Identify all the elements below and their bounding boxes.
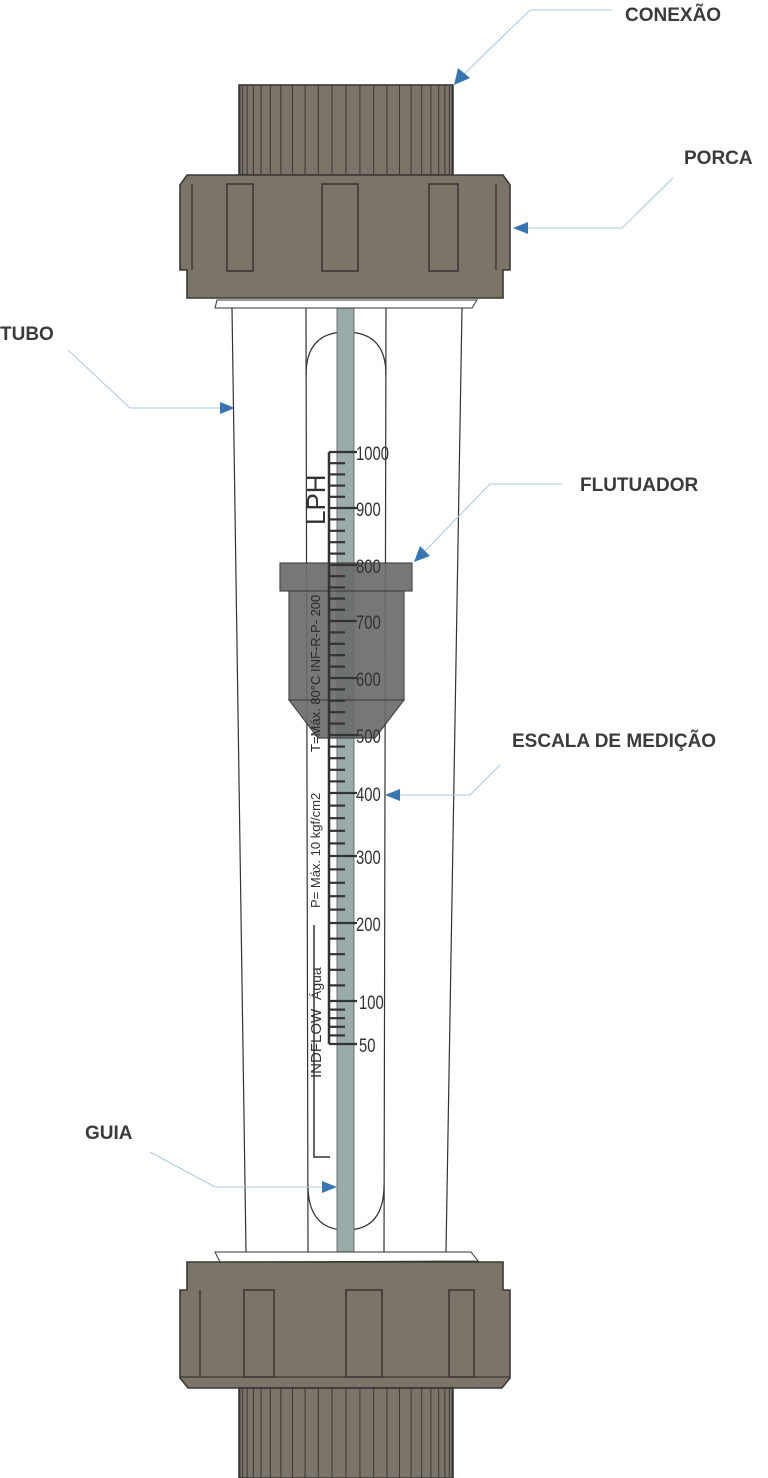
- top-connection: [238, 84, 454, 176]
- svg-text:PORCA: PORCA: [684, 148, 753, 169]
- scale-label: 600: [356, 669, 381, 690]
- scale-label: 50: [359, 1035, 375, 1056]
- svg-text:TUBO: TUBO: [0, 324, 54, 345]
- scale-label: 800: [356, 556, 381, 577]
- bottom-nut: [179, 1261, 511, 1389]
- tube: [231, 307, 463, 1253]
- callout-conexao: CONEXÃO: [454, 4, 721, 85]
- callout-porca: PORCA: [513, 148, 753, 234]
- callout-flutuador: FLUTUADOR: [414, 475, 698, 562]
- guide-rod: [336, 305, 355, 1265]
- scale-label: 900: [356, 499, 381, 520]
- scale-label: 100: [359, 992, 384, 1013]
- scale-label: 500: [356, 726, 381, 747]
- unit-label: LPH: [301, 474, 331, 525]
- top-nut: [179, 174, 511, 299]
- callout-tubo: TUBO: [0, 324, 235, 414]
- float: [279, 562, 413, 739]
- scale-label: 700: [356, 612, 381, 633]
- measurement-scale: 1000 900 800 700 600 500 400 300 200 100 50: [327, 443, 389, 1056]
- arrow-icon: [385, 789, 400, 801]
- scale-label: 1000: [356, 443, 389, 464]
- arrow-icon: [454, 68, 470, 85]
- svg-text:GUIA: GUIA: [85, 1123, 133, 1144]
- callout-guia: GUIA: [85, 1123, 337, 1193]
- callout-escala: ESCALA DE MEDIÇÃO: [385, 730, 716, 801]
- arrow-icon: [220, 402, 235, 414]
- svg-text:ESCALA DE MEDIÇÃO: ESCALA DE MEDIÇÃO: [512, 730, 716, 752]
- top-ring: [214, 299, 478, 309]
- float-spec-text: T=Máx. 80°C INF-R-P- 200: [308, 595, 323, 752]
- fluid-text: Água: [308, 967, 324, 1000]
- bottom-connection: [238, 1387, 454, 1478]
- scale-label: 300: [356, 847, 381, 868]
- svg-text:CONEXÃO: CONEXÃO: [625, 4, 721, 26]
- scale-label: 200: [356, 914, 381, 935]
- bottom-ring: [214, 1251, 480, 1263]
- pressure-text: P= Máx. 10 kgf/cm2: [308, 793, 323, 908]
- arrow-icon: [322, 1181, 337, 1193]
- brand-text: INDFLOW: [308, 1008, 325, 1078]
- arrow-icon: [513, 222, 528, 234]
- scale-bracket: [313, 925, 330, 1158]
- svg-text:FLUTUADOR: FLUTUADOR: [580, 475, 698, 496]
- scale-label: 400: [356, 784, 381, 805]
- arrow-icon: [414, 546, 430, 562]
